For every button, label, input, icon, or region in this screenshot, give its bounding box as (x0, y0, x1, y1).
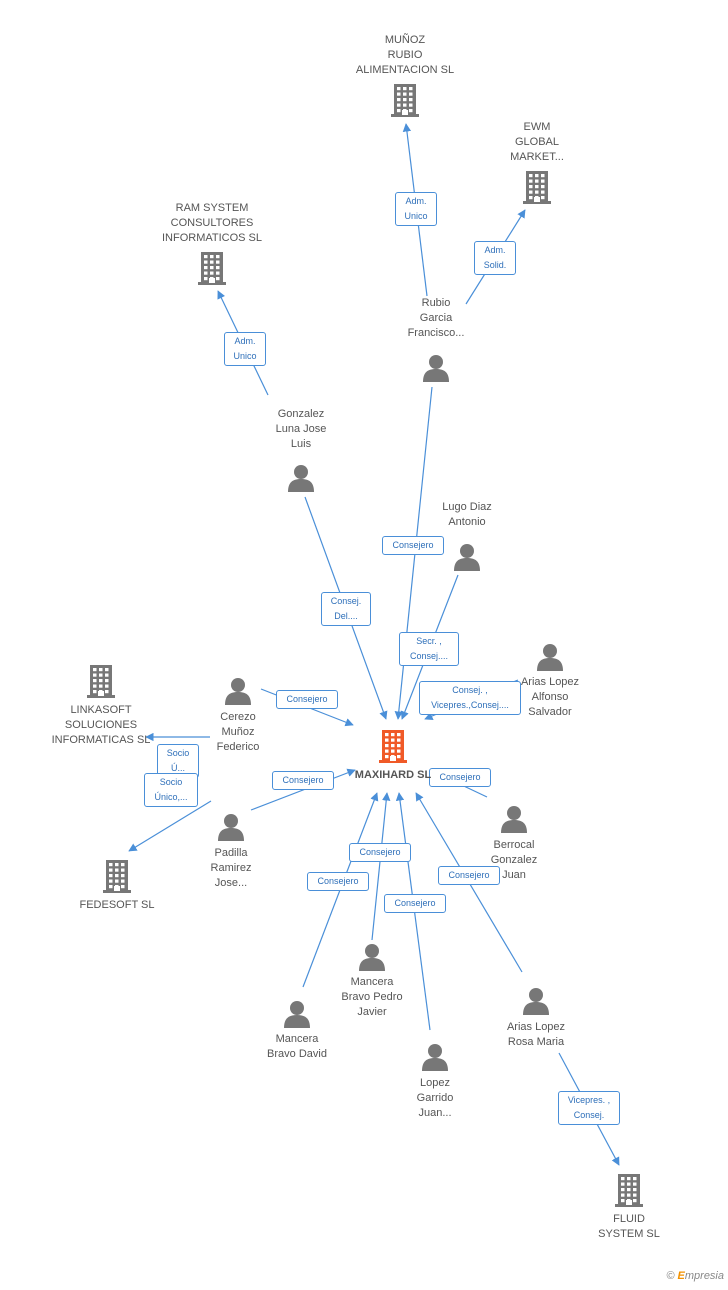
building-icon (197, 250, 227, 291)
person-node-lugo_diaz[interactable]: Lugo Diaz Antonio (407, 500, 527, 530)
brand-logo: © Empresia (666, 1270, 724, 1282)
relation-label[interactable]: Socio Único,... (144, 773, 198, 807)
relation-label[interactable]: Consejero (349, 843, 411, 862)
building-icon (102, 858, 132, 899)
person-node-lopez_garrido[interactable]: Lopez Garrido Juan... (375, 1076, 495, 1121)
node-label: FLUID SYSTEM SL (598, 1213, 660, 1240)
person-node-gonzalez_luna[interactable]: Gonzalez Luna Jose Luis (241, 407, 361, 452)
relation-edge-padilla-maxihard (250, 768, 356, 811)
relation-label[interactable]: Consej. Del.... (321, 592, 371, 626)
person-node-mancera_pedro[interactable]: Mancera Bravo Pedro Javier (312, 975, 432, 1020)
relation-label[interactable]: Consejero (307, 872, 369, 891)
company-node-munoz_rubio[interactable]: MUÑOZ RUBIO ALIMENTACION SL (345, 33, 465, 78)
person-icon (283, 1000, 311, 1033)
building-icon (522, 169, 552, 210)
person-icon (522, 987, 550, 1020)
node-label: Rubio Garcia Francisco... (407, 297, 465, 339)
node-label: FEDESOFT SL (79, 899, 155, 911)
company-node-linkasoft[interactable]: LINKASOFT SOLUCIONES INFORMATICAS SL (41, 703, 161, 748)
building-icon (390, 82, 420, 123)
node-label: MAXIHARD SL (354, 769, 432, 781)
relation-label[interactable]: Consejero (429, 768, 491, 787)
relation-label[interactable]: Adm. Unico (224, 332, 266, 366)
node-label: Lugo Diaz Antonio (442, 501, 492, 528)
relation-label[interactable]: Adm. Solid. (474, 241, 516, 275)
person-node-cerezo[interactable]: Cerezo Muñoz Federico (178, 710, 298, 755)
person-node-arias_rosa[interactable]: Arias Lopez Rosa Maria (476, 1020, 596, 1050)
company-node-fedesoft[interactable]: FEDESOFT SL (57, 898, 177, 913)
node-label: Padilla Ramirez Jose... (210, 847, 252, 889)
person-icon (536, 643, 564, 676)
person-icon (217, 813, 245, 846)
person-node-mancera_david[interactable]: Mancera Bravo David (237, 1032, 357, 1062)
node-label: Cerezo Muñoz Federico (216, 711, 260, 753)
node-label: Mancera Bravo Pedro Javier (341, 976, 403, 1018)
building-icon (86, 663, 116, 704)
person-icon (224, 677, 252, 710)
person-icon (453, 543, 481, 576)
relation-label[interactable]: Consejero (382, 536, 444, 555)
relation-label[interactable]: Consejero (438, 866, 500, 885)
node-label: EWM GLOBAL MARKET... (510, 121, 564, 163)
node-label: Berrocal Gonzalez Juan (490, 839, 538, 881)
relation-label[interactable]: Vicepres. , Consej. (558, 1091, 620, 1125)
person-icon (500, 805, 528, 838)
person-icon (287, 464, 315, 497)
relation-label[interactable]: Consej. , Vicepres.,Consej.... (419, 681, 521, 715)
node-label: Gonzalez Luna Jose Luis (275, 408, 327, 450)
company-node-ram[interactable]: RAM SYSTEM CONSULTORES INFORMATICOS SL (152, 201, 272, 246)
person-icon (422, 354, 450, 387)
building-icon (614, 1172, 644, 1213)
relation-label[interactable]: Secr. , Consej.... (399, 632, 459, 666)
node-label: RAM SYSTEM CONSULTORES INFORMATICOS SL (161, 202, 263, 244)
relation-label[interactable]: Consejero (384, 894, 446, 913)
person-node-rubio_garcia[interactable]: Rubio Garcia Francisco... (376, 296, 496, 341)
relation-edge-padilla-fedesoft (128, 800, 212, 852)
company-node-ewm[interactable]: EWM GLOBAL MARKET... (477, 120, 597, 165)
node-label: MUÑOZ RUBIO ALIMENTACION SL (355, 34, 455, 76)
company-node-fluid[interactable]: FLUID SYSTEM SL (569, 1212, 689, 1242)
person-node-padilla[interactable]: Padilla Ramirez Jose... (171, 846, 291, 891)
person-node-arias_alfonso[interactable]: Arias Lopez Alfonso Salvador (490, 675, 610, 720)
node-label: Arias Lopez Alfonso Salvador (520, 676, 580, 718)
company-node-maxihard[interactable]: MAXIHARD SL (333, 768, 453, 783)
node-label: Lopez Garrido Juan... (416, 1077, 454, 1119)
building-icon (378, 728, 408, 769)
person-icon (421, 1043, 449, 1076)
node-label: Mancera Bravo David (267, 1033, 327, 1060)
person-icon (358, 943, 386, 976)
node-label: Arias Lopez Rosa Maria (506, 1021, 566, 1048)
relation-label[interactable]: Adm. Unico (395, 192, 437, 226)
person-node-berrocal[interactable]: Berrocal Gonzalez Juan (454, 838, 574, 883)
relation-edge-mancera_pedro-maxihard (371, 792, 391, 941)
relation-label[interactable]: Consejero (272, 771, 334, 790)
node-label: LINKASOFT SOLUCIONES INFORMATICAS SL (51, 704, 151, 746)
relation-label[interactable]: Consejero (276, 690, 338, 709)
